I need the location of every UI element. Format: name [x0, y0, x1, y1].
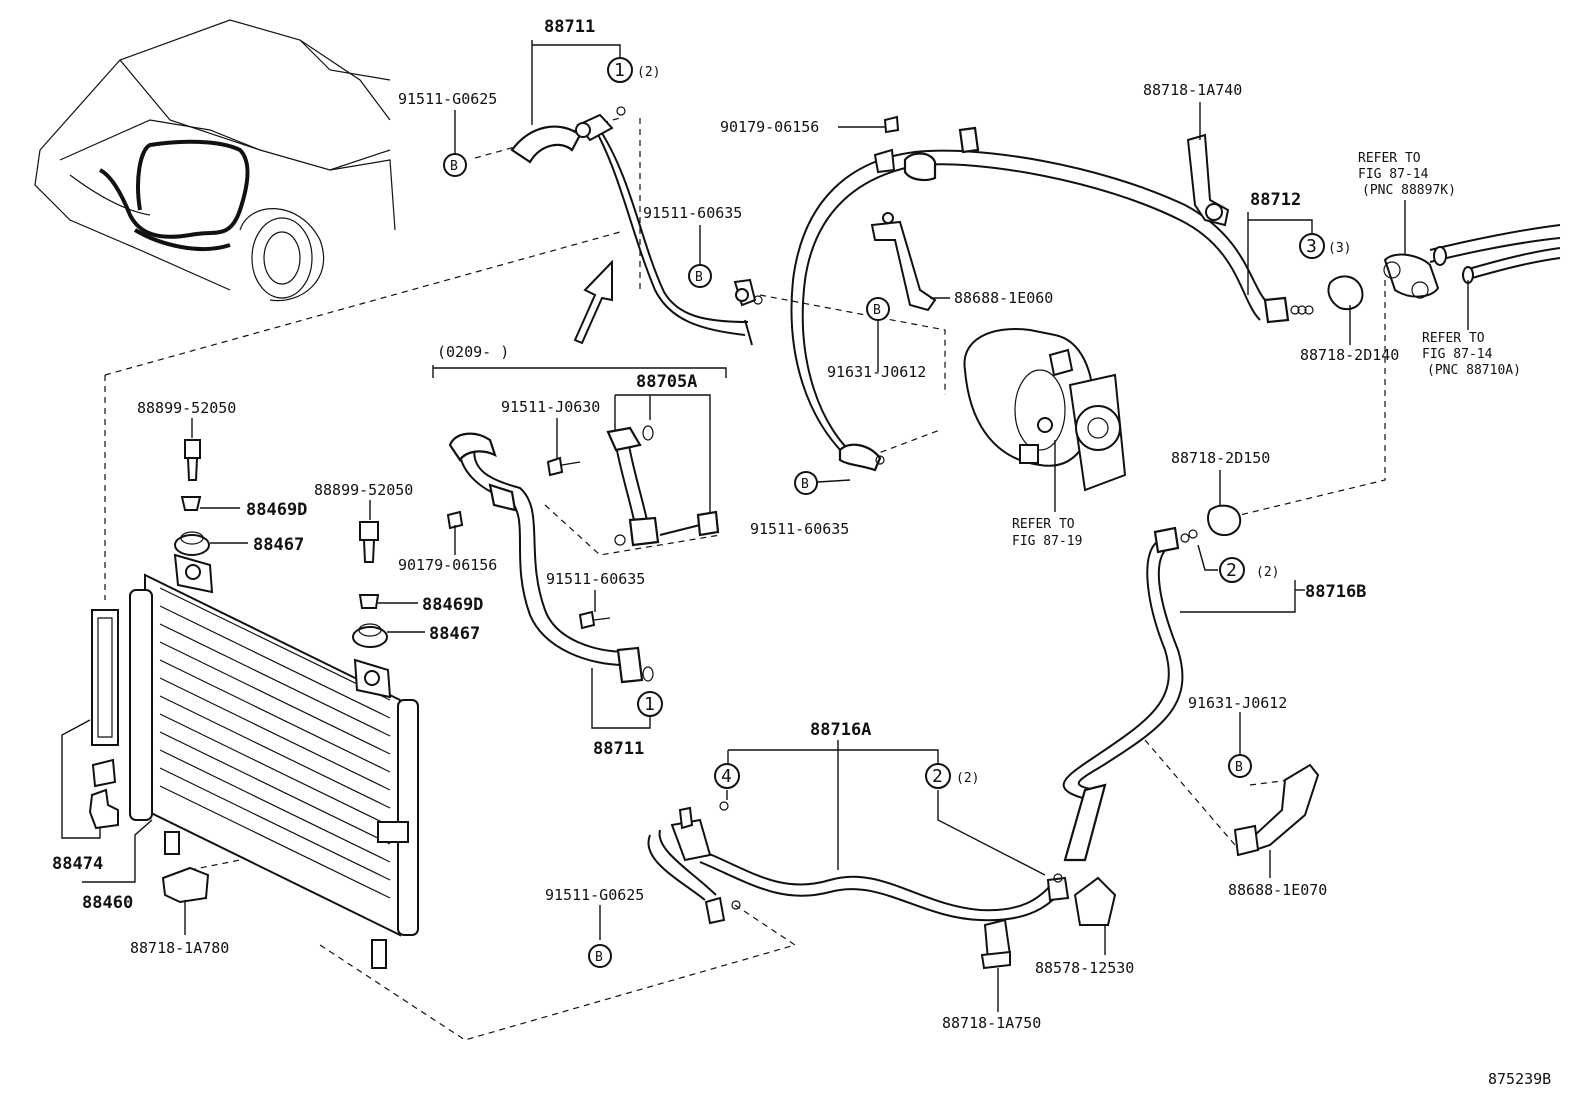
dashed-reference-lines: [104, 117, 1386, 1041]
label-88718-1A780: 88718-1A780: [130, 939, 229, 957]
label-90179-06156-top: 90179-06156: [720, 118, 819, 136]
b-marker-label: B: [801, 477, 809, 492]
condenser-mount-parts: [161, 439, 388, 904]
label-88705A: 88705A: [636, 372, 697, 392]
b-marker-label: B: [450, 159, 458, 174]
callout-3-qty: (3): [1328, 241, 1351, 256]
label-91631-J0612-top: 91631-J0612: [827, 363, 926, 381]
callout-1-bottom: [637, 691, 663, 717]
refer-note-compressor-2: FIG 87-19: [1012, 534, 1082, 549]
label-88467-b: 88467: [429, 624, 480, 644]
compressor-hose-88712: [790, 115, 1314, 492]
label-88711-top: 88711: [544, 17, 595, 37]
label-88467-a: 88467: [253, 535, 304, 555]
callout-3-number: 3: [1306, 236, 1317, 257]
callout-1-top-qty: (2): [637, 65, 660, 80]
callout-3: [1299, 233, 1325, 259]
refer-note-top-1: REFER TO: [1358, 151, 1421, 166]
b-marker: [443, 153, 467, 177]
label-88718-2D140: 88718-2D140: [1300, 346, 1399, 364]
label-88716A: 88716A: [810, 720, 871, 740]
label-date-range: (0209- ): [437, 343, 509, 361]
callout-4-number: 4: [721, 766, 732, 787]
label-88712: 88712: [1250, 190, 1301, 210]
label-88688-1E060: 88688-1E060: [954, 289, 1053, 307]
b-marker-label: B: [595, 950, 603, 965]
label-88718-1A750: 88718-1A750: [942, 1014, 1041, 1032]
label-88899-52050-b: 88899-52050: [314, 481, 413, 499]
callout-2-right-qty: (2): [1256, 565, 1279, 580]
hose-88705A: [446, 425, 720, 684]
label-88469D-a: 88469D: [246, 500, 307, 520]
refer-note-right-1: REFER TO: [1422, 331, 1485, 346]
label-88711-bottom: 88711: [593, 739, 644, 759]
leader-lines: [61, 40, 1469, 1012]
callout-1-top: [607, 57, 633, 83]
callout-2-bottom-qty: (2): [956, 771, 979, 786]
callout-markers: 1 (2) 1 3 (3) 2 (2) 4 2 (2) B B B B B B: [443, 57, 1351, 968]
label-88716B: 88716B: [1305, 582, 1366, 602]
b-marker: [1228, 754, 1252, 778]
b-marker: [866, 297, 890, 321]
label-91511-J0630: 91511-J0630: [501, 398, 600, 416]
part-labels: 88711 91511-G0625 91511-60635 90179-0615…: [52, 17, 1551, 1088]
label-88474: 88474: [52, 854, 103, 874]
callout-2-bottom: [925, 763, 951, 789]
figure-id: 875239B: [1488, 1070, 1551, 1088]
condenser-assembly: [129, 553, 419, 969]
label-88718-2D150: 88718-2D150: [1171, 449, 1270, 467]
callout-4: [714, 763, 740, 789]
label-88578-12530: 88578-12530: [1035, 959, 1134, 977]
label-91511-60635-left: 91511-60635: [546, 570, 645, 588]
right-side-parts: [1062, 224, 1561, 862]
label-88688-1E070: 88688-1E070: [1228, 881, 1327, 899]
label-91511-60635-mid: 91511-60635: [750, 520, 849, 538]
refer-note-right-2: FIG 87-14: [1422, 347, 1493, 362]
b-marker: [794, 471, 818, 495]
callout-2-right-number: 2: [1226, 560, 1237, 581]
b-marker-label: B: [695, 270, 703, 285]
callout-1-top-number: 1: [614, 60, 625, 81]
receiver-desiccant: [88, 609, 119, 830]
label-91511-60635-top: 91511-60635: [643, 204, 742, 222]
b-marker-label: B: [1235, 760, 1243, 775]
refer-note-top-2: FIG 87-14: [1358, 167, 1429, 182]
b-marker-label: B: [873, 303, 881, 318]
pipe-88716A: [647, 801, 1117, 970]
label-91511-G0625-bottom: 91511-G0625: [545, 886, 644, 904]
refer-note-right-3: (PNC 88710A): [1427, 363, 1521, 378]
vehicle-sketch: [34, 19, 396, 302]
label-88469D-b: 88469D: [422, 595, 483, 615]
label-90179-06156-left: 90179-06156: [398, 556, 497, 574]
hose-88711-top: [510, 106, 763, 346]
callout-1-bottom-number: 1: [644, 694, 655, 715]
callout-2-right: [1219, 557, 1245, 583]
label-91511-G0625-top: 91511-G0625: [398, 90, 497, 108]
callout-2-bottom-number: 2: [932, 766, 943, 787]
label-88718-1A740: 88718-1A740: [1143, 81, 1242, 99]
refer-note-compressor-1: REFER TO: [1012, 517, 1075, 532]
label-88460: 88460: [82, 893, 133, 913]
label-88899-52050-a: 88899-52050: [137, 399, 236, 417]
b-marker: [688, 264, 712, 288]
label-91631-J0612-right: 91631-J0612: [1188, 694, 1287, 712]
refer-note-top-3: (PNC 88897K): [1362, 183, 1456, 198]
b-marker: [588, 944, 612, 968]
